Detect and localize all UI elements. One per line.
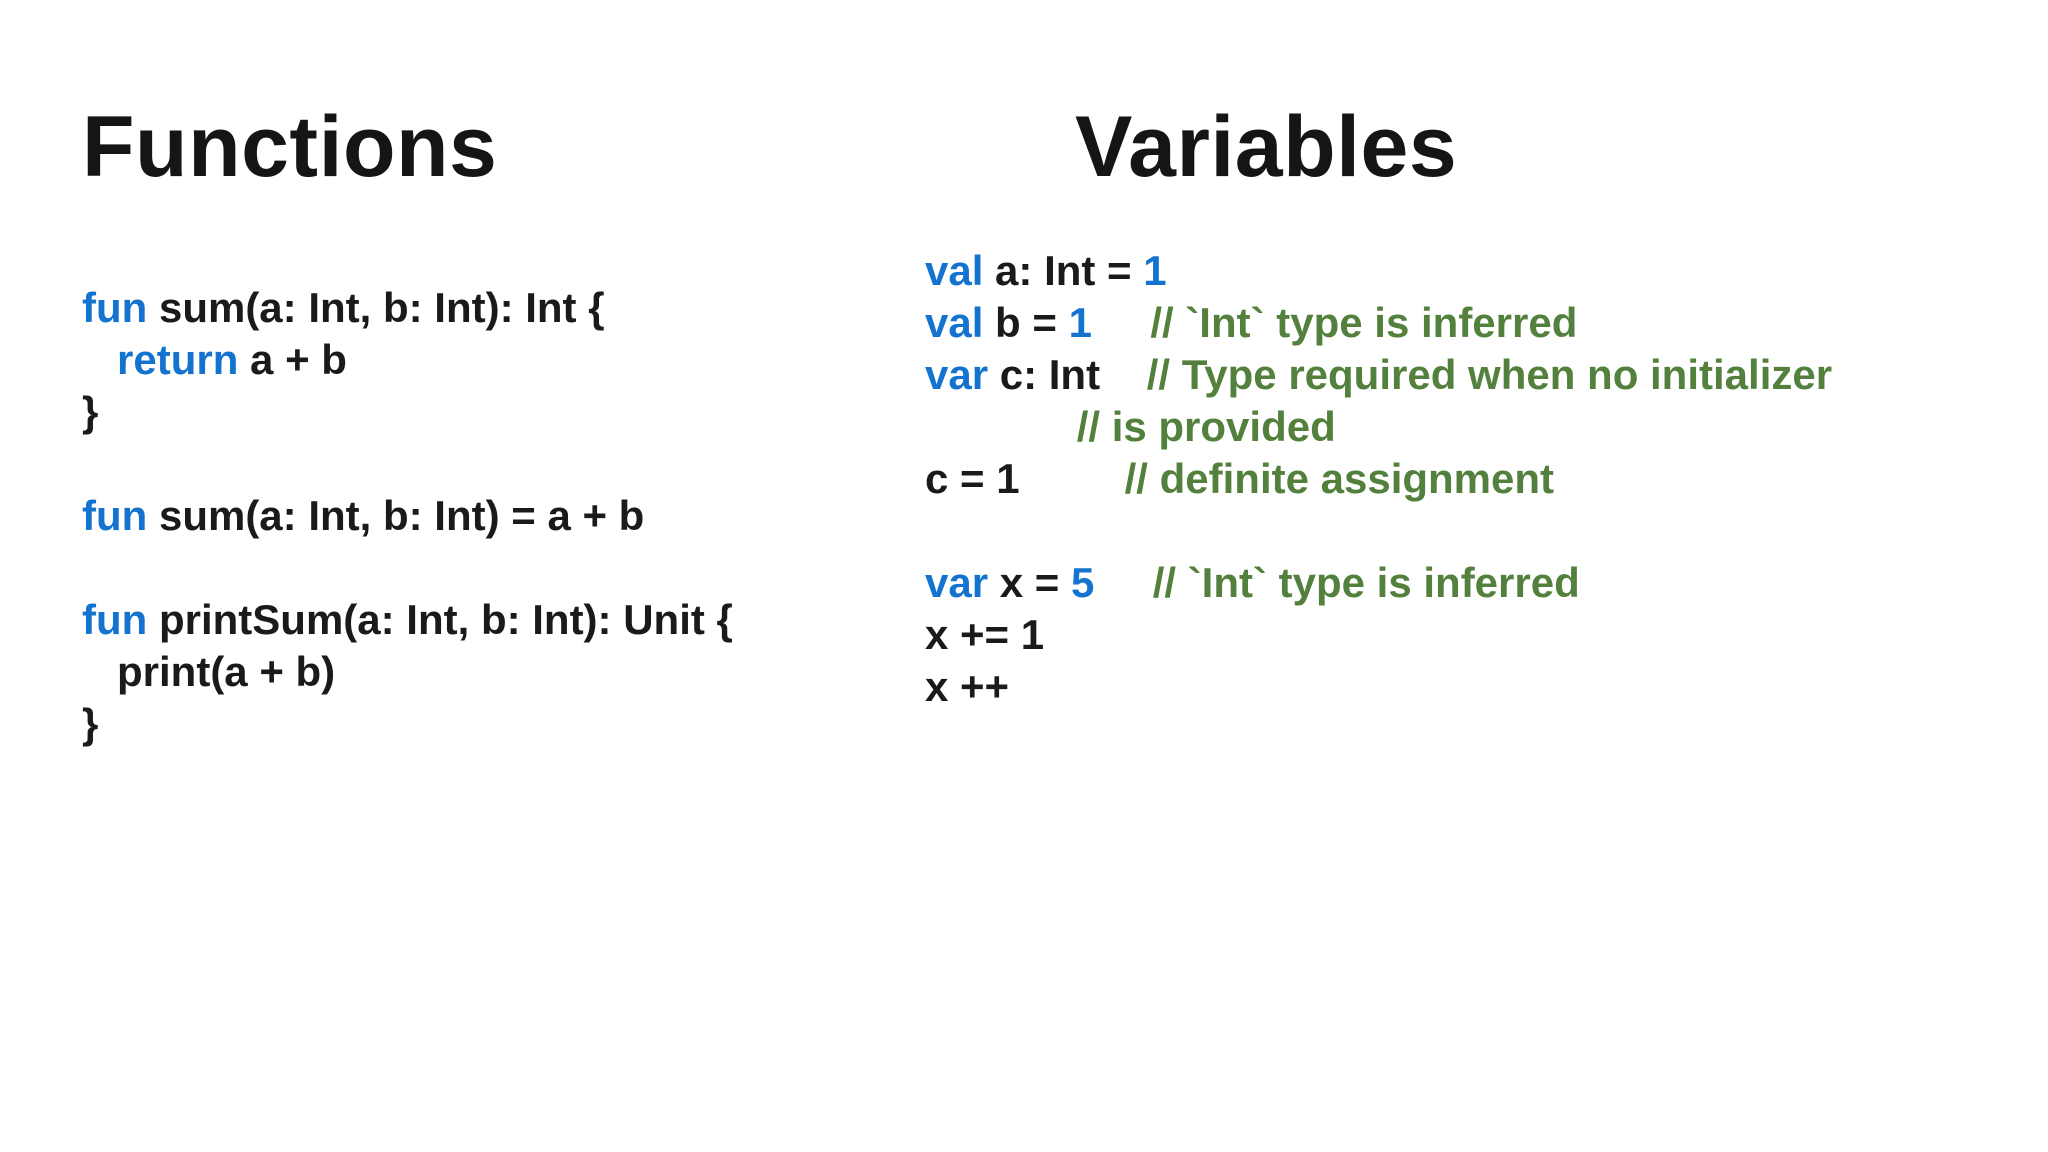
code-line: x ++ (925, 661, 1832, 713)
code-segment: // definite assignment (1124, 455, 1555, 502)
code-line: } (82, 386, 733, 438)
code-line: // is provided (925, 401, 1832, 453)
code-segment (925, 403, 1077, 450)
code-segment: x ++ (925, 663, 1010, 710)
code-segment: var (925, 559, 989, 606)
code-block: fun sum(a: Int, b: Int): Int { return a … (82, 282, 733, 438)
code-segment: } (82, 700, 99, 747)
code-line: fun printSum(a: Int, b: Int): Unit { (82, 594, 733, 646)
variables-title: Variables (1075, 99, 1458, 195)
code-block: fun sum(a: Int, b: Int) = a + b (82, 490, 733, 542)
code-segment: // Type required when no initializer (1146, 351, 1833, 398)
code-segment: fun (82, 596, 148, 643)
code-segment: 1 (1143, 247, 1167, 294)
code-segment: fun (82, 492, 148, 539)
code-segment: // `Int` type is inferred (1150, 299, 1578, 346)
code-line: fun sum(a: Int, b: Int) = a + b (82, 490, 733, 542)
code-segment (1092, 299, 1150, 346)
code-segment: fun (82, 284, 148, 331)
code-line: } (82, 698, 733, 750)
code-segment: 1 (1068, 299, 1092, 346)
code-segment: sum(a: Int, b: Int): Int { (147, 284, 605, 331)
code-segment: a: Int = (983, 247, 1144, 294)
code-line: c = 1 // definite assignment (925, 453, 1832, 505)
code-segment: b = (983, 299, 1069, 346)
code-segment: c: Int (988, 351, 1147, 398)
code-segment: 5 (1070, 559, 1095, 606)
functions-title: Functions (82, 99, 498, 195)
code-segment: val (925, 299, 984, 346)
code-segment (1094, 559, 1152, 606)
code-segment: x += 1 (925, 611, 1045, 658)
code-line: var x = 5 // `Int` type is inferred (925, 557, 1832, 609)
code-line: return a + b (82, 334, 733, 386)
code-segment: x = (988, 559, 1071, 606)
code-line: x += 1 (925, 609, 1832, 661)
code-segment: a + b (238, 336, 347, 383)
code-segment: // is provided (1076, 403, 1336, 450)
code-segment: var (925, 351, 989, 398)
functions-code: fun sum(a: Int, b: Int): Int { return a … (82, 282, 733, 750)
code-line: val a: Int = 1 (925, 245, 1832, 297)
code-line: val b = 1 // `Int` type is inferred (925, 297, 1832, 349)
code-segment: // `Int` type is inferred (1152, 559, 1580, 606)
code-segment: return (117, 336, 239, 383)
code-segment: sum(a: Int, b: Int) = a + b (147, 492, 645, 539)
code-segment: } (82, 388, 99, 435)
code-line: var c: Int // Type required when no init… (925, 349, 1832, 401)
code-segment: print(a + b) (82, 648, 336, 695)
code-line: print(a + b) (82, 646, 733, 698)
code-block: fun printSum(a: Int, b: Int): Unit { pri… (82, 594, 733, 750)
code-line: fun sum(a: Int, b: Int): Int { (82, 282, 733, 334)
code-segment: val (925, 247, 984, 294)
code-segment: c = 1 (925, 455, 1125, 502)
code-segment: printSum(a: Int, b: Int): Unit { (147, 596, 733, 643)
code-segment (82, 336, 117, 383)
